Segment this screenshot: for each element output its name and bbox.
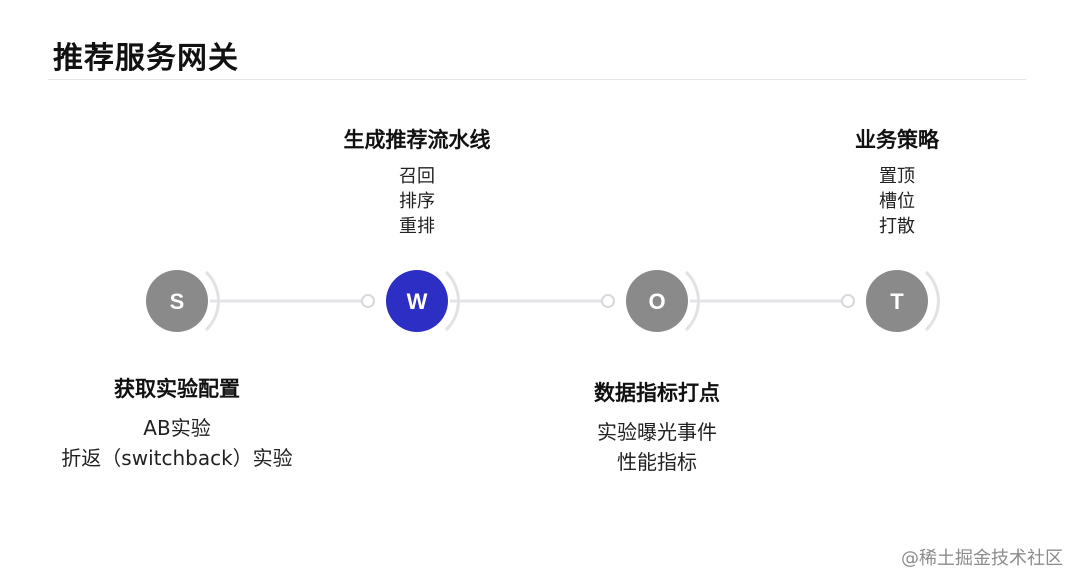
node-w-letter: W: [407, 289, 428, 314]
stage-t-item: 置顶: [879, 166, 915, 187]
stage-t-group: 业务策略 置顶 槽位 打散: [797, 124, 997, 239]
connector-dot-o: [601, 294, 615, 308]
stage-o-items: 实验曝光事件 性能指标: [557, 417, 757, 477]
stage-w-item: 重排: [399, 216, 435, 237]
connector-dot-t: [841, 294, 855, 308]
connector-dot-w: [361, 294, 375, 308]
stage-w-items: 召回 排序 重排: [317, 164, 517, 239]
node-w-arc: [444, 270, 460, 332]
watermark-text: @稀土掘金技术社区: [901, 548, 1063, 569]
stage-w-heading: 生成推荐流水线: [343, 128, 491, 152]
stage-s-item: AB实验: [143, 416, 211, 440]
stage-w-item: 排序: [399, 191, 435, 212]
stage-o-item: 实验曝光事件: [597, 420, 717, 444]
title-divider: [48, 79, 1026, 80]
stage-t-item: 槽位: [879, 191, 915, 212]
page-title: 推荐服务网关: [53, 41, 239, 76]
stage-s-item: 折返（switchback）实验: [61, 446, 293, 470]
node-s-letter: S: [170, 289, 185, 314]
stage-w-item: 召回: [399, 166, 435, 187]
node-s-arc: [204, 270, 220, 332]
node-w-circle: [386, 270, 448, 332]
stage-s-items: AB实验 折返（switchback）实验: [47, 413, 307, 473]
stage-t-heading: 业务策略: [855, 128, 939, 152]
node-t-letter: T: [890, 289, 904, 314]
stage-w-group: 生成推荐流水线 召回 排序 重排: [317, 124, 517, 239]
node-o-letter: O: [648, 289, 665, 314]
stage-o-heading: 数据指标打点: [594, 381, 720, 405]
node-t-arc: [924, 270, 940, 332]
stage-t-item: 打散: [879, 216, 915, 237]
stage-o-group: 数据指标打点 实验曝光事件 性能指标: [557, 377, 757, 477]
stage-s-heading: 获取实验配置: [114, 377, 240, 401]
node-o-arc: [684, 270, 700, 332]
stage-t-items: 置顶 槽位 打散: [797, 164, 997, 239]
node-t-circle: [866, 270, 928, 332]
node-s-circle: [146, 270, 208, 332]
stage-o-item: 性能指标: [617, 450, 697, 474]
node-o-circle: [626, 270, 688, 332]
stage-s-group: 获取实验配置 AB实验 折返（switchback）实验: [47, 373, 307, 473]
